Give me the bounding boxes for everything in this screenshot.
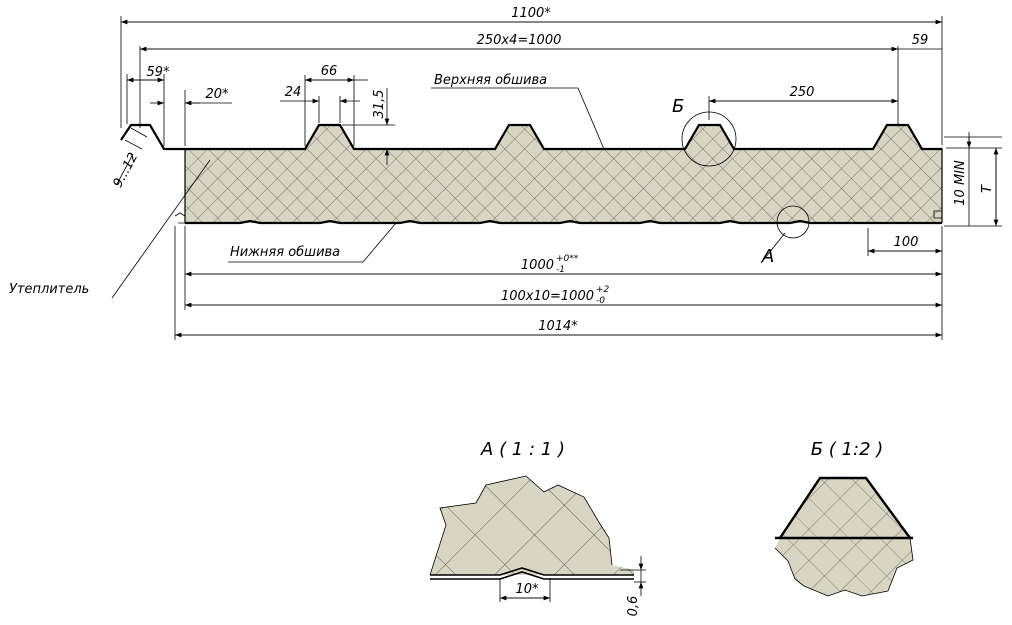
mark-a: А — [761, 246, 774, 267]
label-top-skin: Верхняя обшива — [434, 73, 547, 88]
dim-10-min: 10 MIN — [953, 160, 968, 206]
dim-100x10-tol-upper: +2 — [596, 285, 610, 295]
dim-1000-tol-upper: +0** — [556, 254, 579, 264]
dim-59-left: 59* — [146, 65, 170, 80]
dim-100x10: 100x10=1000 — [501, 289, 594, 304]
label-insulation: Утеплитель — [9, 282, 89, 297]
dim-100x10-tol-lower: -0 — [596, 296, 605, 306]
label-bottom-skin: Нижняя обшива — [230, 245, 340, 260]
dim-10-detail: 10* — [515, 582, 539, 597]
dimensions: 1100* 250x4=1000 59 59* 20* 66 — [111, 6, 1002, 340]
dim-T: T — [980, 184, 995, 193]
dim-1100: 1100* — [511, 6, 551, 21]
panel-section — [120, 123, 943, 225]
top-skin-line — [120, 123, 942, 151]
bottom-skin-line — [185, 219, 942, 225]
detail-a-circle — [776, 205, 810, 239]
dim-250: 250 — [790, 85, 815, 100]
dim-1000-tol: 1000 — [521, 258, 554, 273]
labels: Верхняя обшива Нижняя обшива Утеплитель … — [9, 73, 786, 299]
dim-59-right: 59 — [912, 33, 929, 48]
mark-b: Б — [672, 96, 684, 117]
dim-1000-tol-lower: -1 — [556, 265, 565, 275]
dim-1014: 1014* — [538, 319, 578, 334]
dim-0-6: 0,6 — [626, 596, 641, 617]
dim-100: 100 — [894, 235, 919, 250]
dim-24: 24 — [285, 85, 302, 100]
dim-20: 20* — [205, 87, 229, 102]
dim-9-12: 9...12 — [111, 150, 142, 190]
dim-250x4: 250x4=1000 — [477, 33, 562, 48]
detail-a-title: А ( 1 : 1 ) — [480, 439, 565, 460]
detail-b: Б ( 1:2 ) — [774, 439, 914, 597]
dim-66: 66 — [321, 64, 338, 79]
detail-b-title: Б ( 1:2 ) — [811, 439, 884, 460]
dim-31-5: 31,5 — [372, 90, 387, 119]
detail-a: А ( 1 : 1 ) 10* 0,6 — [429, 439, 646, 617]
